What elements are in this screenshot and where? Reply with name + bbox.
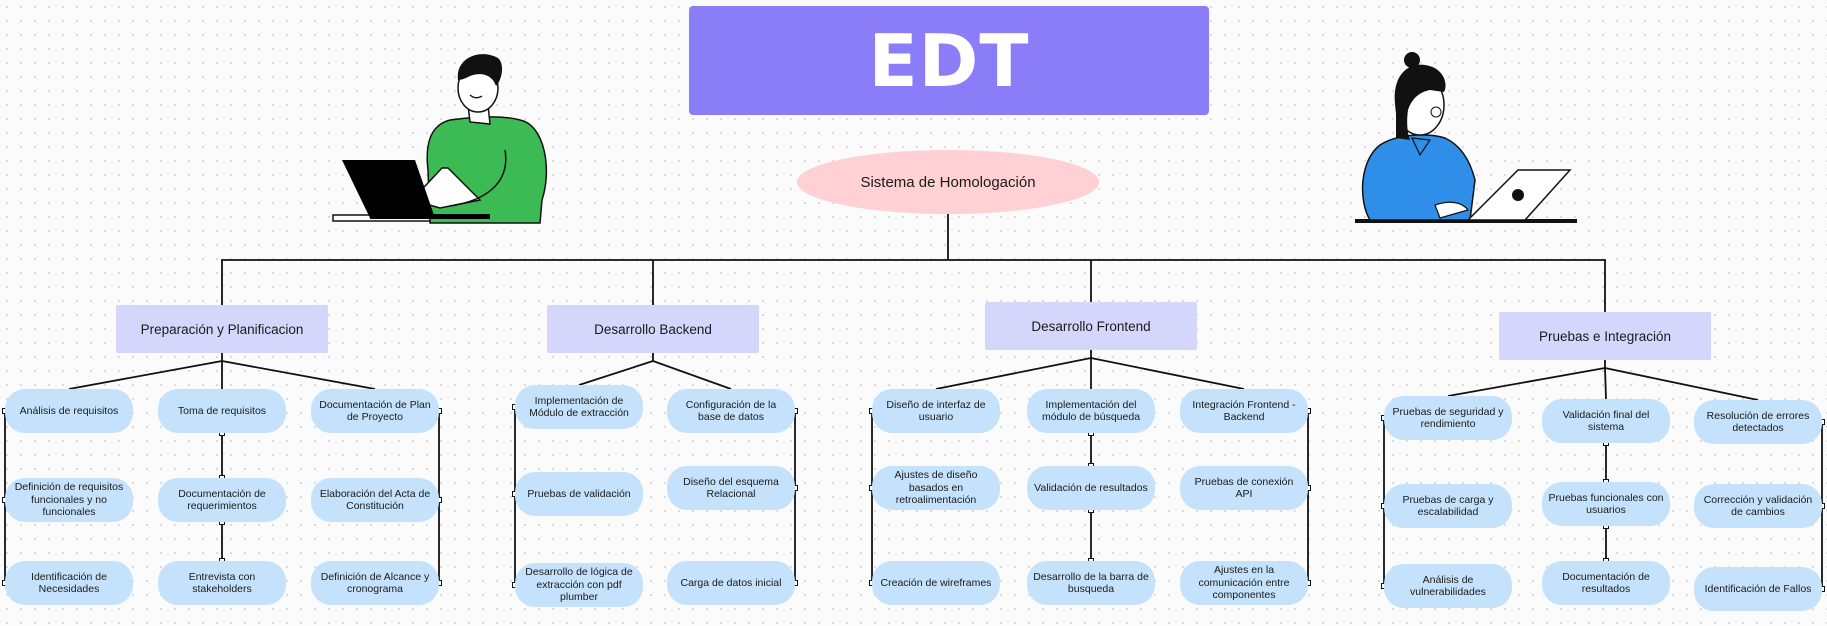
task-node: Identificación de Fallos bbox=[1694, 567, 1822, 611]
task-node: Análisis de vulnerabilidades bbox=[1384, 564, 1512, 608]
task-node: Documentación de Plan de Proyecto bbox=[311, 389, 439, 433]
task-node: Pruebas de carga y escalabilidad bbox=[1384, 484, 1512, 528]
task-node: Pruebas de validación bbox=[515, 472, 643, 516]
category-node: Desarrollo Frontend bbox=[985, 302, 1197, 350]
fan-connector bbox=[1604, 367, 1607, 400]
task-node: Identificación de Necesidades bbox=[5, 561, 133, 605]
fan-connector bbox=[1447, 367, 1606, 397]
root-node: Sistema de Homologación bbox=[797, 150, 1099, 214]
category-node: Preparación y Planificacion bbox=[116, 305, 328, 353]
task-node: Configuración de la base de datos bbox=[667, 389, 795, 433]
task-node: Corrección y validación de cambios bbox=[1694, 484, 1822, 528]
task-node: Desarrollo de lógica de extracción con p… bbox=[515, 563, 643, 607]
task-node: Definición de Alcance y cronograma bbox=[311, 561, 439, 605]
task-node: Ajustes en la comunicación entre compone… bbox=[1180, 561, 1308, 605]
task-node: Carga de datos inicial bbox=[667, 561, 795, 605]
task-node: Desarrollo de la barra de busqueda bbox=[1027, 561, 1155, 605]
fan-connector bbox=[221, 360, 376, 390]
task-node: Toma de requisitos bbox=[158, 389, 286, 433]
woman-with-laptop-illustration bbox=[1355, 52, 1577, 223]
task-node: Pruebas de seguridad y rendimiento bbox=[1384, 396, 1512, 440]
task-node: Diseño de interfaz de usuario bbox=[872, 389, 1000, 433]
task-node: Implementación de Módulo de extracción bbox=[515, 385, 643, 429]
task-node: Ajustes de diseño basados en retroalimen… bbox=[872, 466, 1000, 510]
task-node: Pruebas de conexión API bbox=[1180, 466, 1308, 510]
fan-connector bbox=[1604, 367, 1759, 401]
task-node: Análisis de requisitos bbox=[5, 389, 133, 433]
task-node: Elaboración del Acta de Constitución bbox=[311, 478, 439, 522]
task-node: Implementación del módulo de búsqueda bbox=[1027, 389, 1155, 433]
task-node: Documentación de resultados bbox=[1542, 561, 1670, 605]
task-node: Validación de resultados bbox=[1027, 466, 1155, 510]
fan-connector bbox=[652, 360, 732, 390]
fan-connector bbox=[68, 360, 223, 390]
task-node: Creación de wireframes bbox=[872, 561, 1000, 605]
task-node: Entrevista con stakeholders bbox=[158, 561, 286, 605]
fan-connector bbox=[935, 357, 1092, 390]
fan-connector bbox=[1090, 357, 1245, 390]
category-node: Desarrollo Backend bbox=[547, 305, 759, 353]
fan-connector bbox=[578, 360, 654, 386]
task-node: Integración Frontend - Backend bbox=[1180, 389, 1308, 433]
diagram-title: EDT bbox=[689, 6, 1209, 115]
task-node: Definición de requisitos funcionales y n… bbox=[5, 478, 133, 522]
task-node: Documentación de requerimientos bbox=[158, 478, 286, 522]
category-node: Pruebas e Integración bbox=[1499, 312, 1711, 360]
task-node: Validación final del sistema bbox=[1542, 399, 1670, 443]
task-node: Pruebas funcionales con usuarios bbox=[1542, 482, 1670, 526]
task-node: Diseño del esquema Relacional bbox=[667, 466, 795, 510]
task-node: Resolución de errores detectados bbox=[1694, 400, 1822, 444]
man-with-laptop-illustration bbox=[332, 54, 548, 224]
